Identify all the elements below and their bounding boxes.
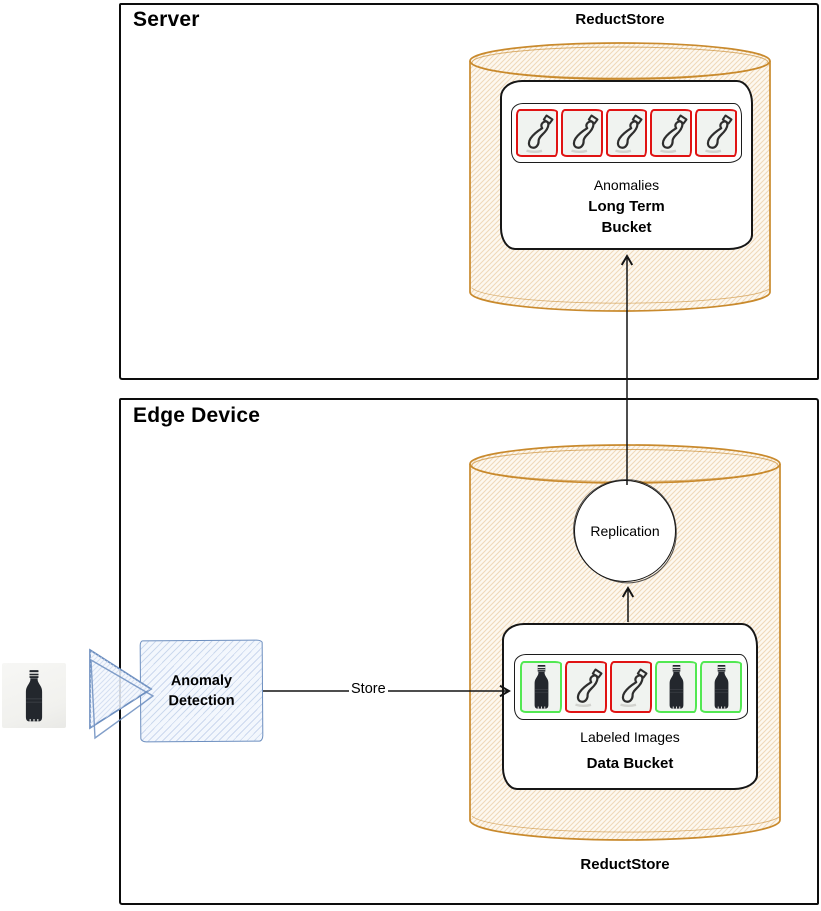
anomaly-bottle-sketch-icon	[564, 112, 600, 154]
camera-lens-triangle-icon	[89, 648, 155, 740]
anomaly-bottle-sketch-icon	[698, 112, 734, 154]
replication-node: Replication	[574, 480, 676, 582]
anomaly-bottle-sketch-icon	[519, 112, 555, 154]
normal-bottle-icon	[665, 664, 688, 710]
anomaly-image-strip	[511, 103, 742, 163]
server-title: Server	[133, 8, 200, 31]
image-cell	[560, 109, 603, 157]
bottle-photo	[2, 663, 66, 728]
image-cell	[516, 109, 558, 157]
data-bucket: Labeled Images Data Bucket	[502, 623, 758, 790]
anomaly-bottle-sketch-icon	[613, 666, 649, 708]
anomaly-detection-label: Anomaly Detection	[168, 672, 235, 710]
image-cell	[695, 109, 737, 157]
image-cell	[655, 661, 697, 713]
black-bottle-silhouette-icon	[25, 669, 43, 722]
image-cell	[610, 661, 652, 713]
replication-label: Replication	[590, 523, 660, 539]
data-bucket-caption: Labeled Images	[580, 729, 680, 745]
long-term-bucket-caption: Anomalies	[593, 177, 660, 193]
edge-device-title: Edge Device	[133, 404, 261, 427]
long-term-bucket-name: Long Term Bucket	[588, 198, 665, 236]
image-cell	[565, 661, 607, 713]
normal-bottle-icon	[710, 664, 733, 710]
long-term-bucket: Anomalies Long Term Bucket	[500, 80, 753, 250]
normal-bottle-icon	[530, 664, 553, 710]
server-reductstore-label: ReductStore	[575, 11, 665, 28]
anomaly-bottle-sketch-icon	[568, 666, 604, 708]
anomaly-bottle-sketch-icon	[653, 112, 689, 154]
image-cell	[605, 109, 648, 157]
data-bucket-name: Data Bucket	[586, 755, 674, 772]
labeled-image-strip	[514, 654, 748, 720]
image-cell	[520, 661, 562, 713]
anomaly-bottle-sketch-icon	[608, 112, 644, 154]
store-arrow-label: Store	[349, 681, 388, 697]
image-cell	[650, 109, 693, 157]
image-cell	[700, 661, 742, 713]
edge-reductstore-label: ReductStore	[580, 856, 670, 873]
